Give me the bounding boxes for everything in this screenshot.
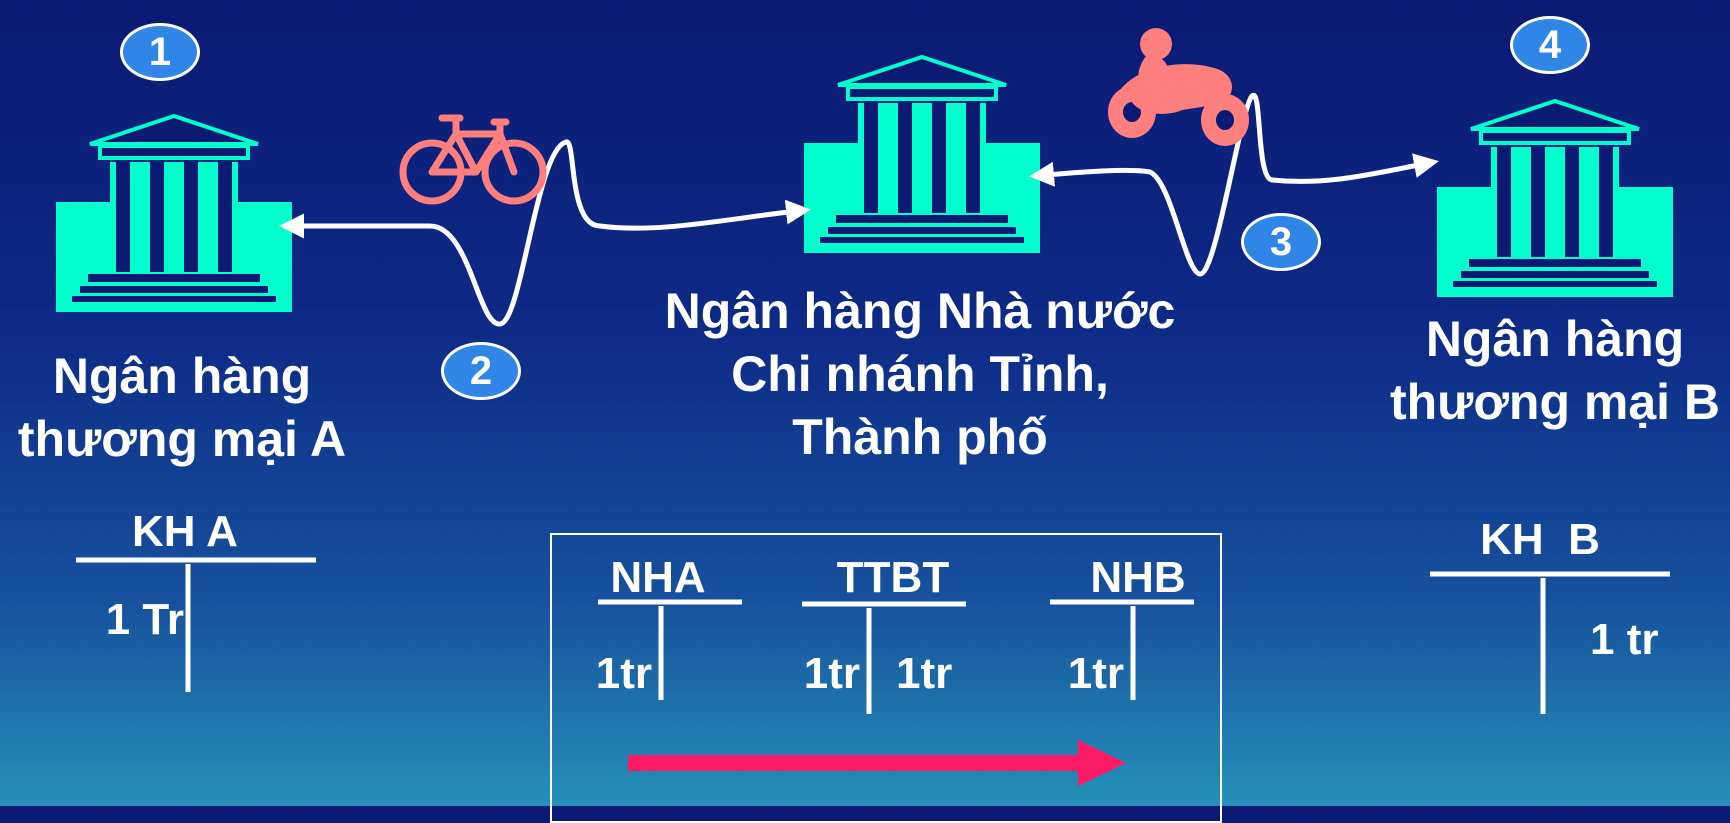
transfer-flow-arrow — [628, 740, 1126, 786]
step-badge-3: 3 — [1241, 213, 1321, 271]
kh-b-title: KH B — [1480, 515, 1600, 564]
ttbt-debit: 1tr — [803, 649, 860, 698]
t-account-kh-a — [76, 557, 316, 692]
bank-a-line-1: Ngân hàng — [52, 348, 312, 404]
bank-center-line-2: Chi nhánh Tỉnh, — [731, 346, 1109, 402]
bicycle-icon — [399, 114, 547, 205]
step-badge-2: 2 — [441, 342, 521, 400]
nhb-debit: 1tr — [1067, 649, 1124, 698]
ttbt-title: TTBT — [836, 553, 950, 602]
bank-b-line-1: Ngân hàng — [1425, 311, 1685, 367]
ttbt-credit: 1tr — [896, 649, 953, 698]
step-badge-1: 1 — [120, 23, 200, 81]
diagram-canvas — [54, 28, 1675, 786]
bank-a-icon — [54, 114, 294, 314]
nha-debit: 1tr — [595, 649, 652, 698]
kh-a-title: KH A — [132, 507, 238, 556]
bank-b-line-2: thương mại B — [1389, 374, 1721, 430]
bank-b-label: Ngân hàng thương mại B — [1380, 308, 1730, 434]
step-badge-4: 4 — [1510, 16, 1590, 74]
t-account-kh-b — [1430, 571, 1670, 714]
bank-a-line-2: thương mại A — [17, 411, 347, 467]
t-account-nhb — [1050, 599, 1194, 700]
bank-center-label: Ngân hàng Nhà nước Chi nhánh Tỉnh, Thành… — [600, 280, 1240, 469]
t-account-ttbt — [802, 601, 966, 714]
kh-a-debit: 1 Tr — [105, 595, 184, 644]
bank-a-label: Ngân hàng thương mại A — [0, 345, 364, 471]
nhb-title: NHB — [1090, 553, 1186, 602]
flow-center-to-b — [1029, 93, 1439, 277]
bank-b-icon — [1435, 99, 1675, 299]
kh-b-credit: 1 tr — [1590, 615, 1659, 664]
t-account-nha — [598, 599, 742, 700]
bank-center-icon — [802, 55, 1042, 255]
nha-title: NHA — [610, 553, 706, 602]
flow-a-to-center — [279, 139, 811, 327]
bank-center-line-1: Ngân hàng Nhà nước — [664, 283, 1176, 339]
motorbike-icon — [1108, 28, 1249, 146]
bank-center-line-3: Thành phố — [792, 409, 1048, 465]
